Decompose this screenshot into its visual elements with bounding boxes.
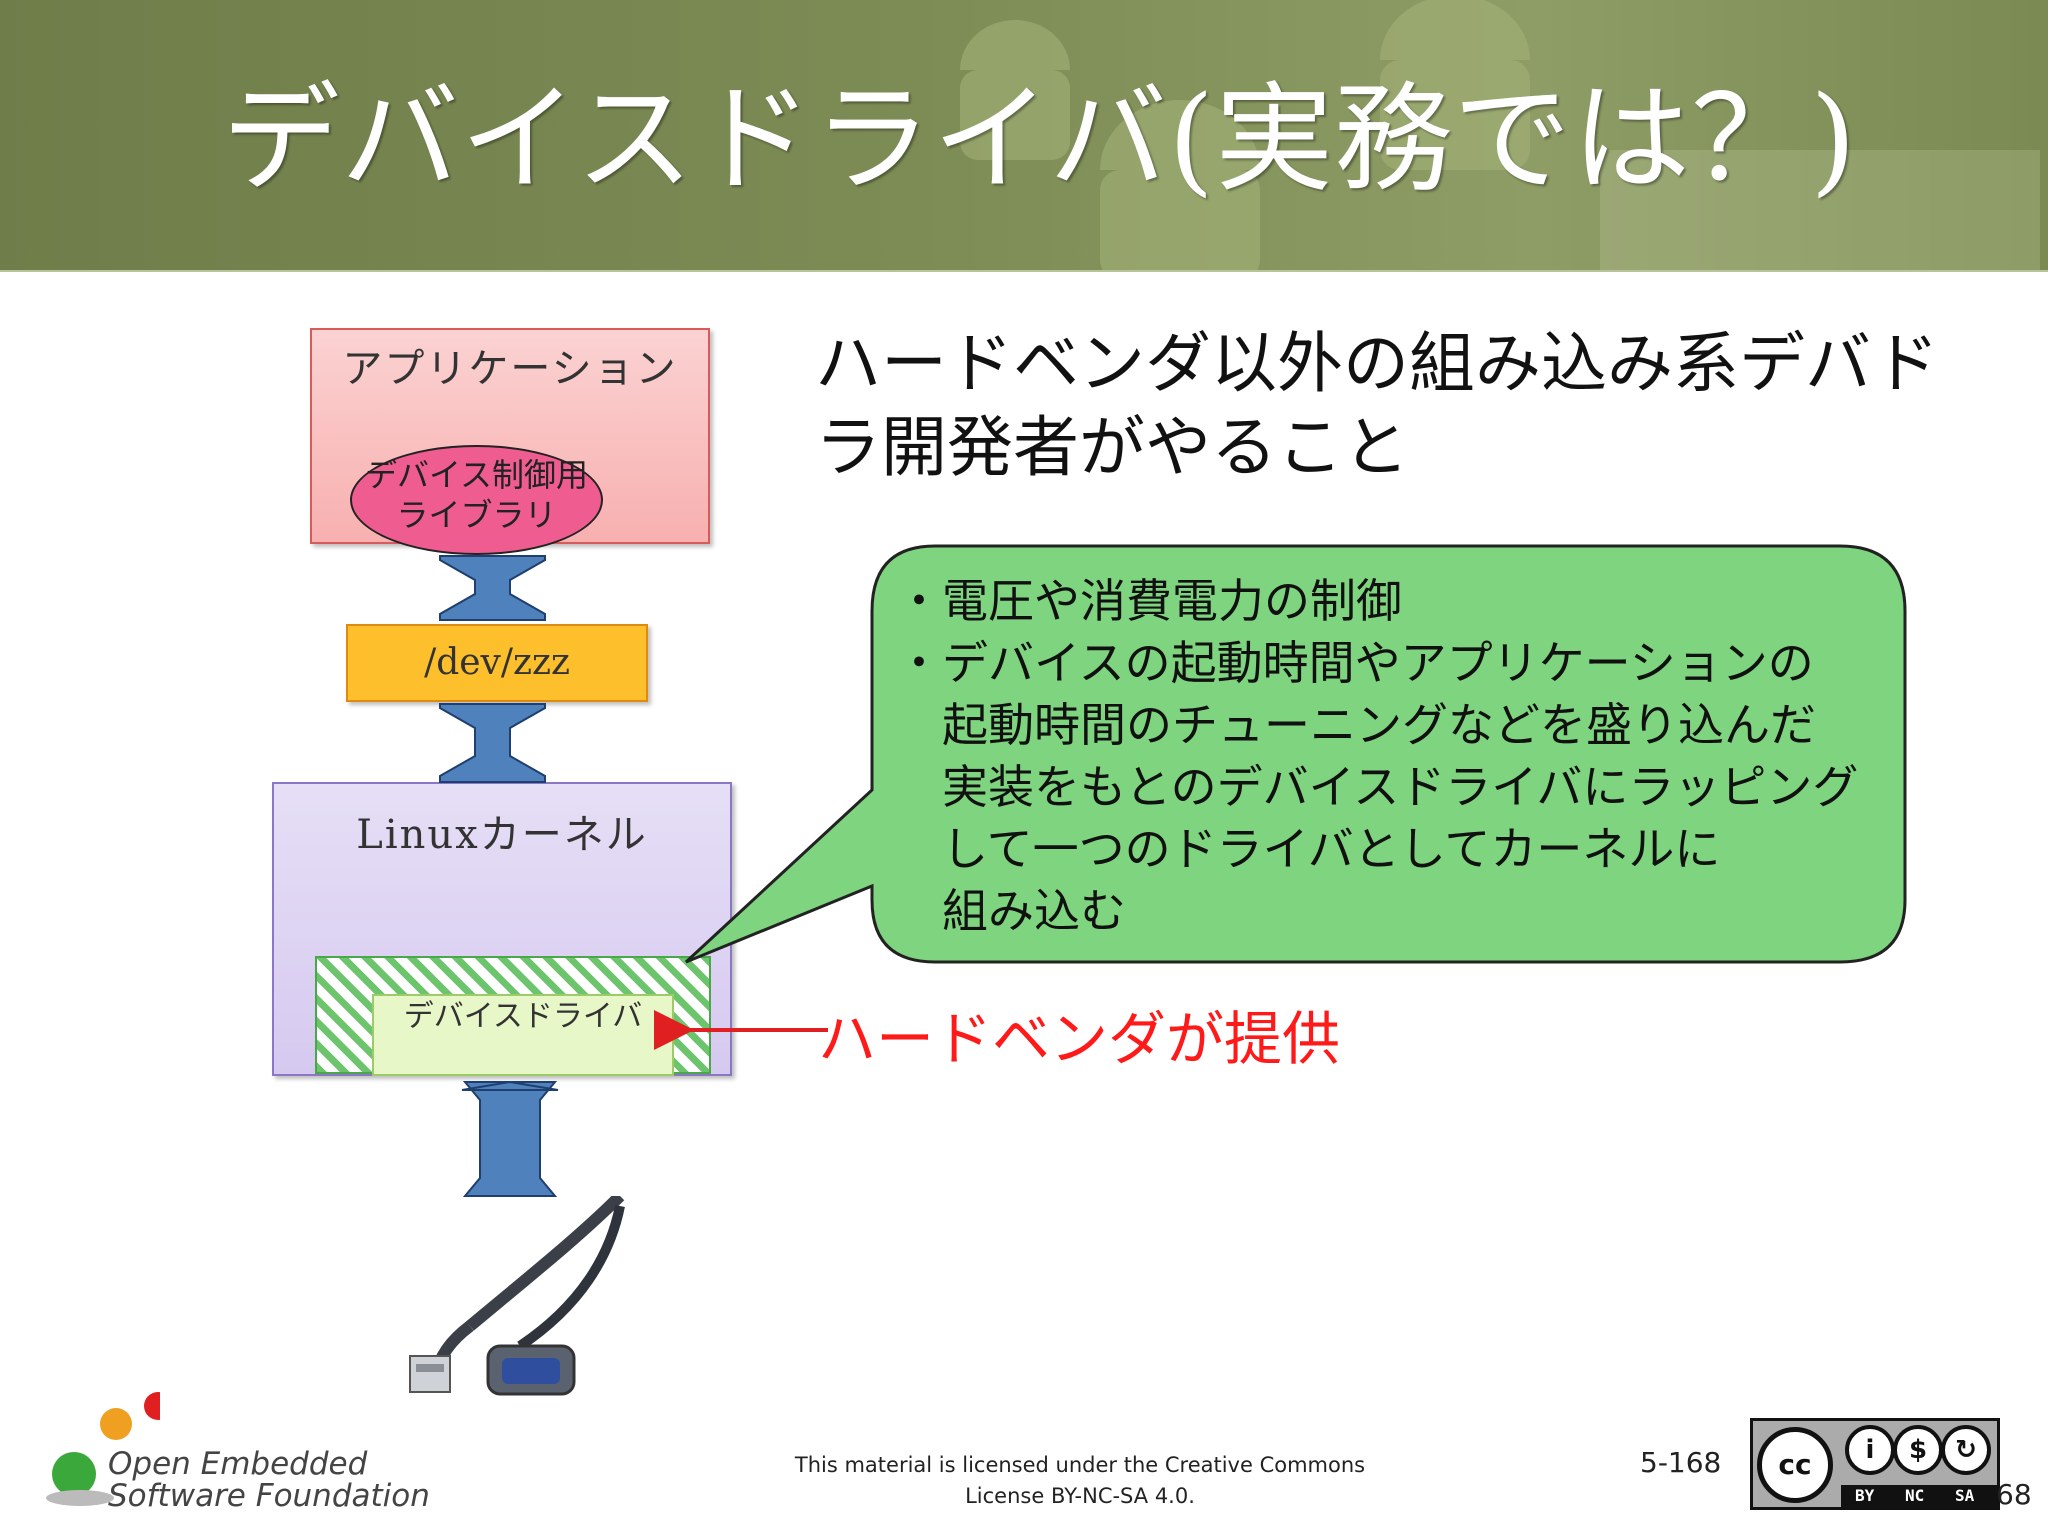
sa-icon: ↻	[1941, 1425, 1991, 1475]
bubble-line: して一つのドライバとしてカーネルに	[896, 822, 1721, 876]
device-control-library-ellipse: デバイス制御用ライブラリ	[350, 445, 603, 555]
page-number-overlap: 68	[1996, 1478, 2032, 1511]
application-label: アプリケーション	[342, 346, 678, 392]
device-driver-label: デバイスドライバ	[403, 999, 643, 1034]
creative-commons-icon: cc i $ ↻ BY NC SA	[1750, 1418, 2000, 1510]
slide-heading: ハードベンダ以外の組み込み系デバドラ開発者がやること	[815, 325, 1939, 486]
license-line: This material is licensed under the Crea…	[794, 1453, 1366, 1477]
cc-sa-label: SA	[1955, 1486, 1975, 1505]
dev-node-box: /dev/zzz	[346, 624, 648, 702]
usb-serial-cable-icon	[409, 1196, 625, 1396]
bubble-line: 実装をもとのデバイスドライバにラッピング	[896, 760, 1859, 814]
bubble-line: ・デバイスの起動時間やアプリケーションの	[896, 636, 1814, 690]
header-divider	[0, 270, 2048, 272]
bubble-text: ・電圧や消費電力の制御 ・デバイスの起動時間やアプリケーションの 起動時間のチュ…	[896, 570, 1876, 942]
cc-logo: cc	[1757, 1427, 1833, 1503]
logo-text-line2: Software Foundation	[108, 1478, 430, 1514]
library-label: デバイス制御用ライブラリ	[364, 456, 589, 534]
cc-nc-label: NC	[1905, 1486, 1925, 1505]
oesf-logo-icon	[46, 1392, 172, 1506]
license-text: This material is licensed under the Crea…	[760, 1450, 1400, 1512]
page-number: 5-168	[1640, 1446, 1722, 1479]
bubble-line: 組み込む	[896, 884, 1126, 938]
device-driver-box: デバイスドライバ	[372, 994, 674, 1076]
android-robot-icon	[960, 0, 2040, 272]
by-icon: i	[1845, 1425, 1895, 1475]
bubble-line: ・電圧や消費電力の制御	[896, 574, 1402, 628]
dev-node-label: /dev/zzz	[424, 642, 570, 683]
license-line: License BY-NC-SA 4.0.	[965, 1484, 1195, 1508]
slide-header: デバイスドライバ(実務では？)	[0, 0, 2048, 272]
oesf-logo: Open Embedded Software Foundation	[40, 1392, 430, 1514]
logo-text-line1: Open Embedded	[108, 1446, 368, 1482]
kernel-label: Linuxカーネル	[356, 812, 648, 858]
slide-title: デバイスドライバ(実務では？)	[222, 70, 1858, 208]
nc-icon: $	[1893, 1425, 1943, 1475]
cc-strip: BY NC SA	[1841, 1485, 1997, 1507]
vendor-provided-label: ハードベンダが提供	[818, 1005, 1341, 1073]
cc-by-label: BY	[1855, 1486, 1875, 1505]
bubble-line: 起動時間のチューニングなどを盛り込んだ	[896, 698, 1816, 752]
